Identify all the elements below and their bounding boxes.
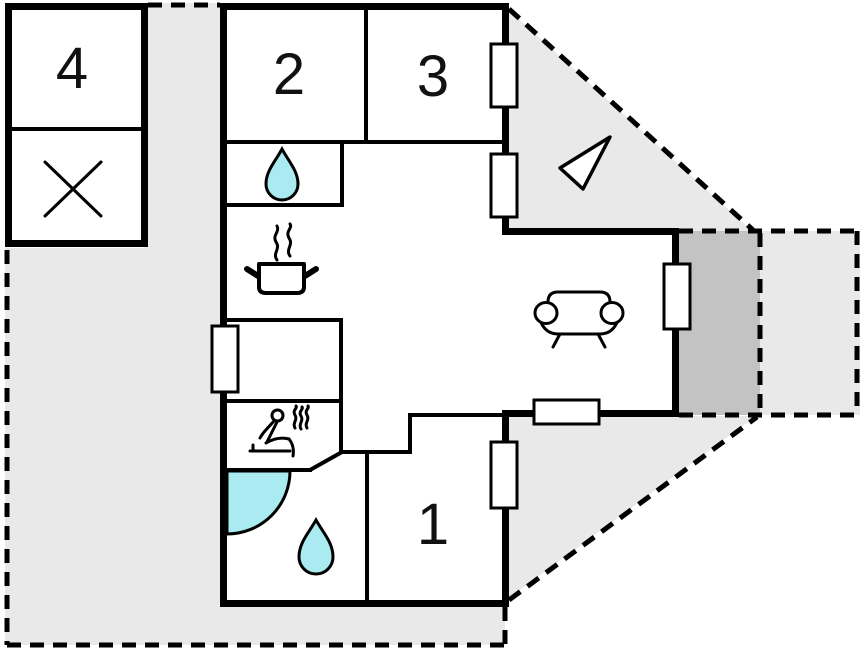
window	[489, 440, 519, 510]
window	[662, 262, 692, 331]
windows	[210, 42, 692, 510]
dashed-boundaries	[4, 2, 860, 648]
wall-segment	[364, 3, 368, 143]
room-1-label: 1	[417, 492, 449, 557]
terrace-left	[5, 248, 145, 645]
wall-segment	[502, 3, 509, 234]
pot-handle	[302, 266, 319, 279]
wall-segment	[220, 600, 509, 607]
sauna-icon	[248, 404, 310, 458]
dashed-diagonal-top-right	[507, 7, 755, 232]
window	[532, 398, 601, 426]
steam-line	[286, 222, 293, 258]
wall-segment	[408, 413, 505, 417]
pot-handle	[244, 266, 261, 279]
wall-segment	[339, 450, 412, 454]
annex-outline	[5, 3, 148, 247]
water-drop-icon	[264, 145, 300, 202]
wall-segment	[220, 3, 227, 607]
terrace-left-strip	[145, 3, 220, 645]
wall-segment-diagonal	[309, 450, 343, 472]
steaming-pot-icon	[244, 222, 319, 295]
window	[210, 324, 240, 394]
direction-arrow-icon	[558, 135, 612, 191]
wall-segment	[502, 228, 679, 235]
wall-segment	[408, 413, 412, 454]
water-drop-icon	[297, 516, 335, 576]
wall-segment	[339, 318, 343, 454]
sofa-icon	[533, 290, 625, 349]
room-2-label: 2	[273, 42, 305, 107]
room-4-label: 4	[56, 36, 88, 101]
patio-dark-area	[679, 231, 760, 415]
wall-segment	[225, 399, 343, 403]
terrace-right-extension	[760, 231, 860, 415]
steam-line	[298, 405, 304, 431]
x-mark-icon	[43, 160, 103, 218]
room-3-label: 3	[417, 44, 449, 109]
steam-line	[273, 224, 280, 262]
wall-segment	[225, 203, 344, 207]
terrace-bottom-strip	[220, 607, 505, 645]
dashed-diagonal-bottom-right	[507, 414, 759, 603]
annex-room-4: 4	[5, 3, 148, 247]
annex-divider-wall	[5, 127, 148, 131]
shower-icon	[225, 469, 292, 536]
window	[489, 42, 519, 109]
steam-line	[304, 404, 310, 430]
wall-segment	[365, 452, 369, 600]
wall-segment	[225, 318, 343, 322]
window	[489, 152, 519, 219]
steam-line	[292, 404, 298, 430]
wall-segment	[340, 140, 344, 207]
pot-body	[257, 262, 306, 295]
